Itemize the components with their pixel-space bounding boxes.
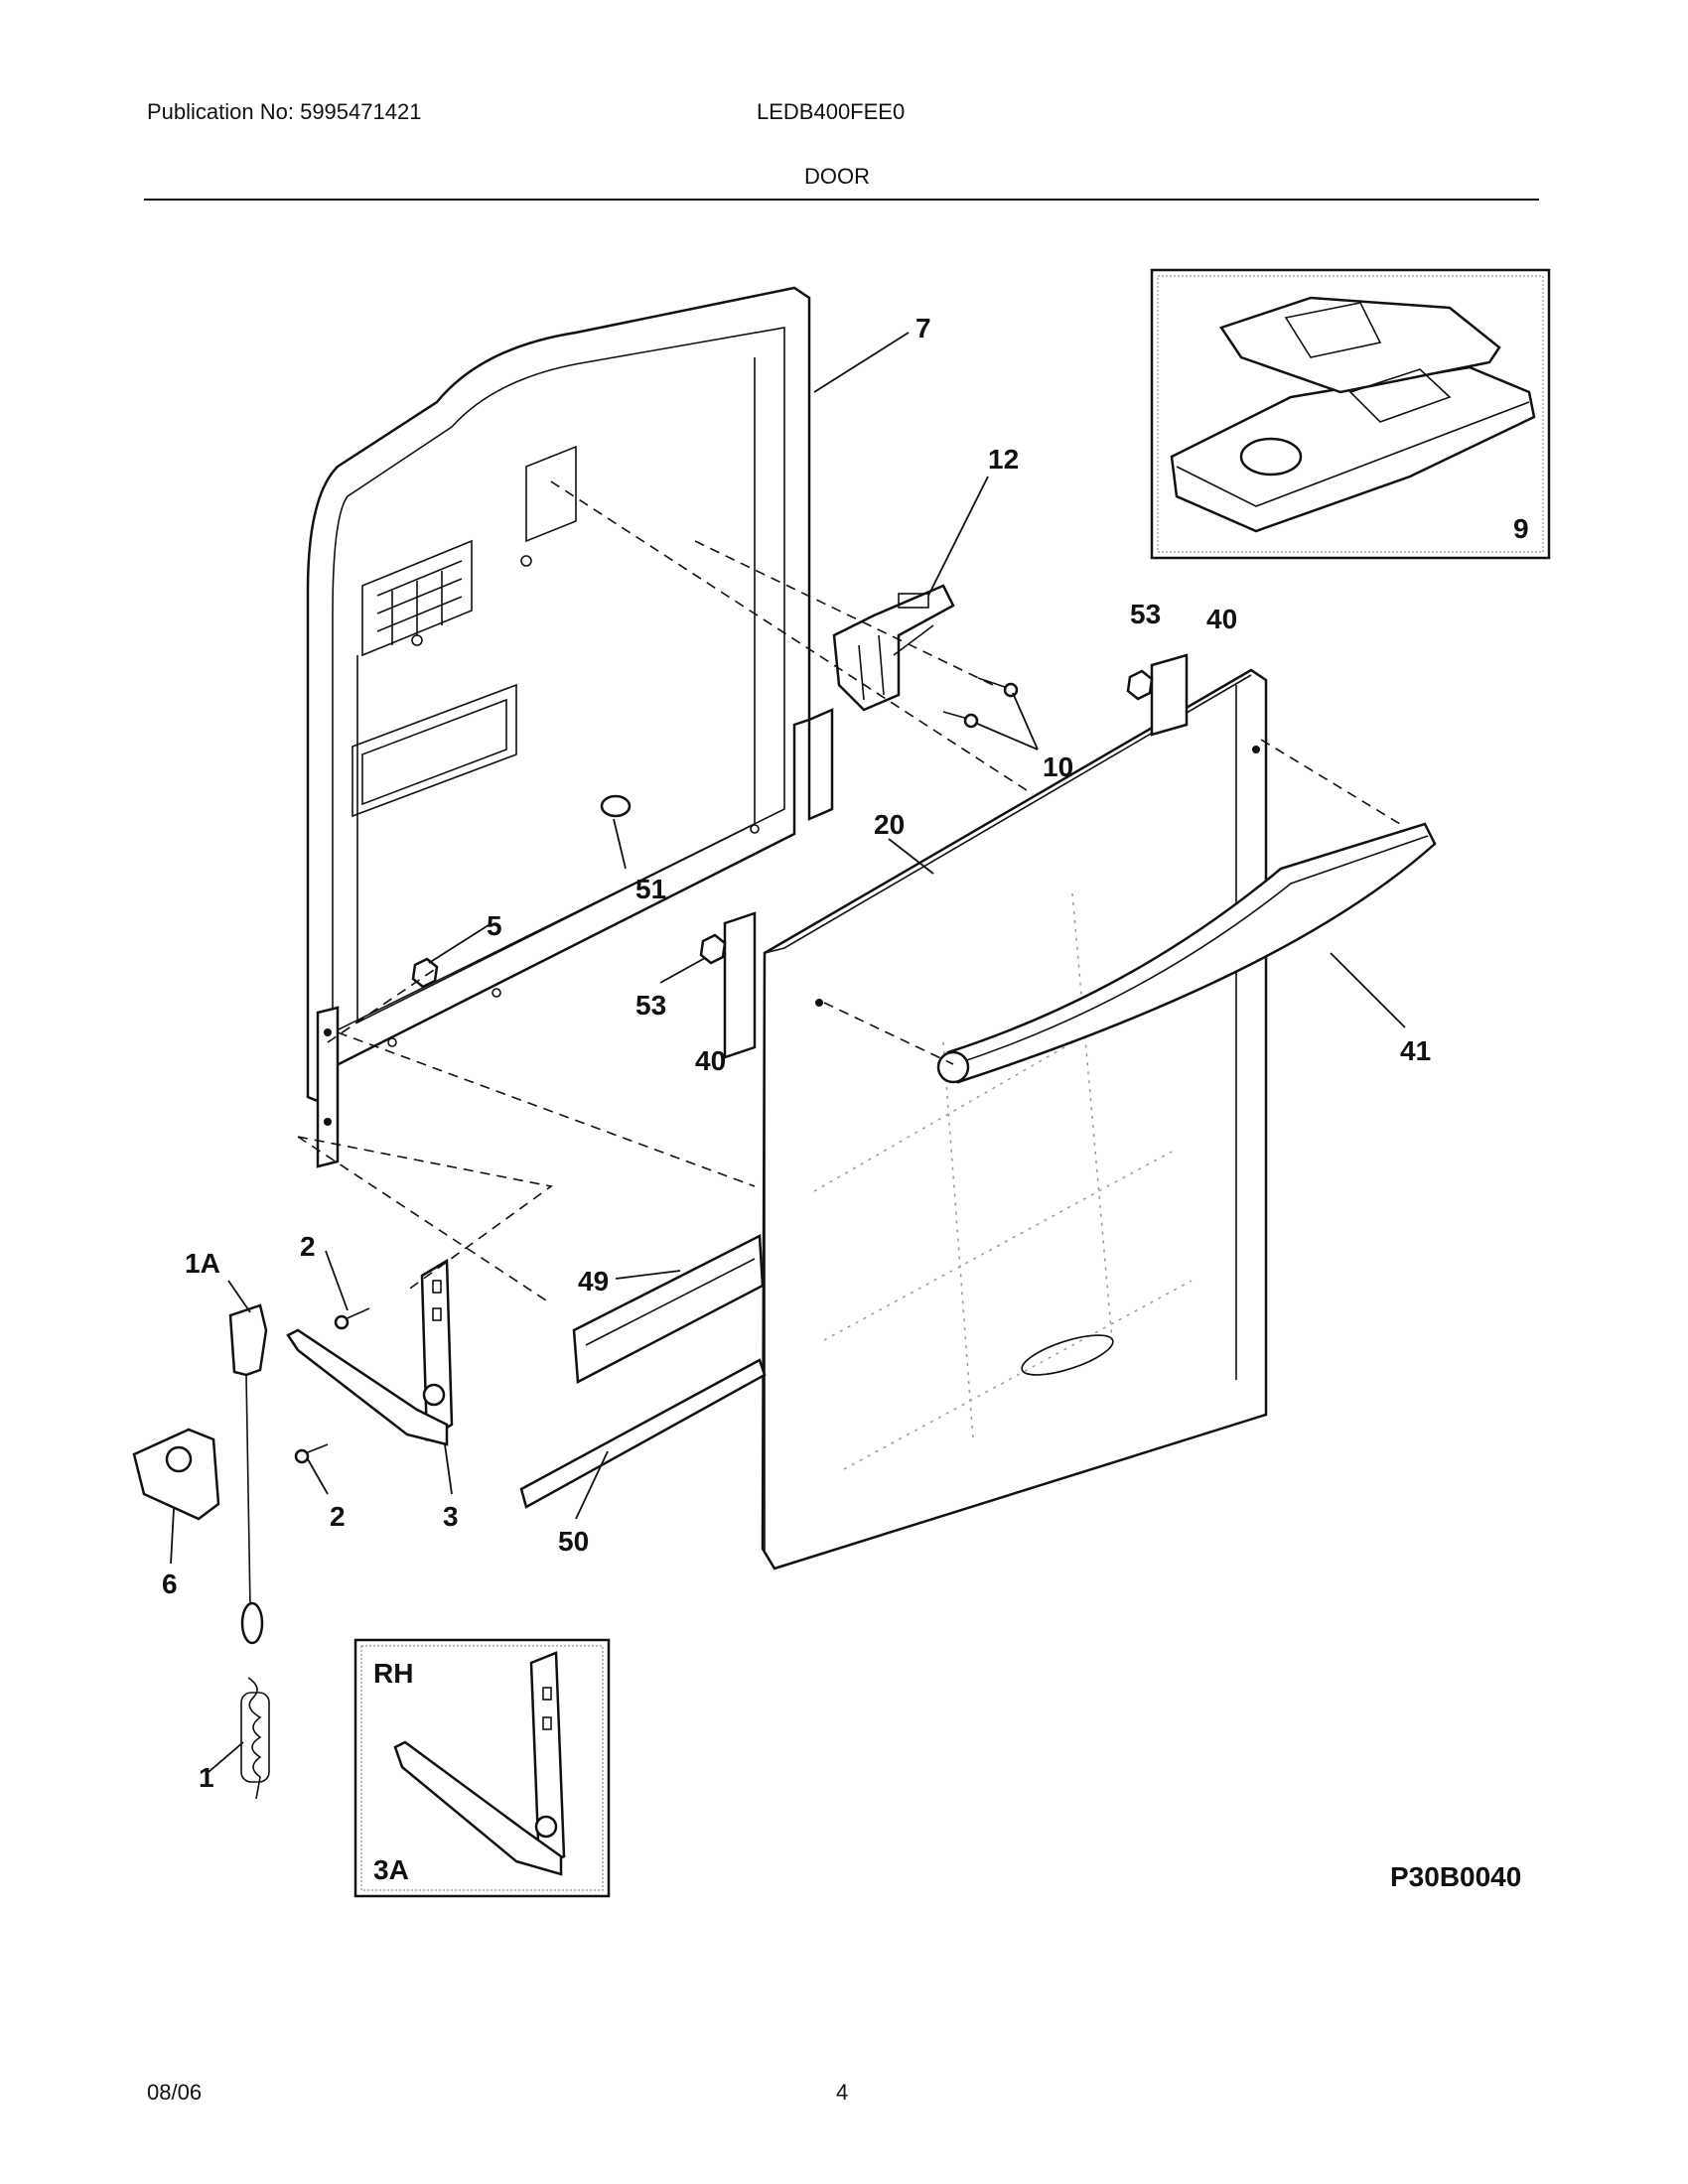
cable-bracket xyxy=(132,1428,220,1521)
vent-grille xyxy=(361,539,473,657)
leader-lines xyxy=(170,332,1406,1773)
diagram-code: P30B0040 xyxy=(1390,1861,1521,1892)
footer-date: 08/06 xyxy=(147,2080,203,2105)
callout-10: 10 xyxy=(1043,751,1073,782)
door-cable xyxy=(228,1303,268,1645)
inset-rh-hinge: RH 3A xyxy=(353,1638,611,1898)
callout-50: 50 xyxy=(558,1526,589,1557)
panel-window xyxy=(352,683,517,818)
header-rule xyxy=(144,199,1539,201)
callout-6: 6 xyxy=(162,1569,178,1599)
section-title: DOOR xyxy=(804,164,870,189)
callout-49: 49 xyxy=(578,1266,609,1297)
callout-53-top: 53 xyxy=(1130,599,1161,629)
door-latch xyxy=(832,584,955,712)
latch-screws xyxy=(942,677,1019,729)
callout-5: 5 xyxy=(487,910,502,941)
door-strips xyxy=(519,1234,767,1509)
inset-dispenser: 9 xyxy=(1150,268,1551,560)
callout-51: 51 xyxy=(635,874,666,904)
callout-7: 7 xyxy=(915,313,931,343)
latch-tab xyxy=(525,445,577,543)
callout-1a: 1A xyxy=(185,1248,220,1279)
hinge-arm xyxy=(286,1258,454,1446)
footer-page-number: 4 xyxy=(836,2080,849,2105)
callouts: 7 12 53 40 10 20 51 5 53 40 41 1A 2 49 2… xyxy=(162,313,1521,1892)
callout-12: 12 xyxy=(988,444,1019,475)
callout-40-mid: 40 xyxy=(695,1045,726,1076)
clip-51 xyxy=(600,794,632,818)
callout-3: 3 xyxy=(443,1501,459,1532)
hinge-bracket-left xyxy=(723,653,1189,1059)
inner-door-panel xyxy=(306,286,834,1168)
publication-number: Publication No: 5995471421 xyxy=(147,99,422,124)
hinge-screws xyxy=(294,1307,370,1464)
door-spring xyxy=(240,1677,270,1800)
callout-20: 20 xyxy=(874,809,905,840)
model-number: LEDB400FEE0 xyxy=(757,99,906,124)
callout-9: 9 xyxy=(1513,513,1529,544)
callout-40-top: 40 xyxy=(1206,604,1237,634)
callout-2-upper: 2 xyxy=(300,1231,316,1262)
outer-door-panel xyxy=(761,668,1268,1570)
callout-41: 41 xyxy=(1400,1035,1431,1066)
callout-1: 1 xyxy=(199,1762,214,1793)
callout-53-mid: 53 xyxy=(635,990,666,1021)
door-handle xyxy=(936,822,1437,1084)
inset-rh-part: 3A xyxy=(373,1854,409,1885)
door-pull-recess xyxy=(1021,1334,1114,1376)
callout-2-lower: 2 xyxy=(330,1501,346,1532)
assembly-lines xyxy=(297,480,1401,1301)
inset-rh-label: RH xyxy=(373,1658,413,1689)
